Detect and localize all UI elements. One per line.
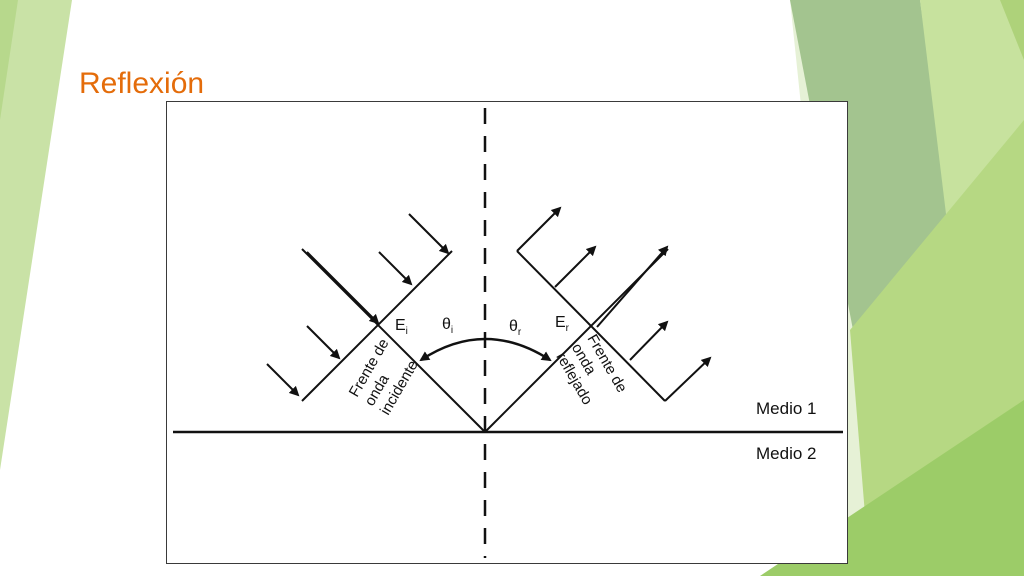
incident-arrow xyxy=(408,213,450,255)
incident-angle-label: θi xyxy=(442,316,453,336)
left-deco-shape xyxy=(0,0,72,470)
reflected-angle-label: θr xyxy=(509,318,522,338)
incident-arrow xyxy=(306,325,341,360)
medium-1-label: Medio 1 xyxy=(756,399,816,418)
left-deco-shape-inner xyxy=(0,0,18,120)
reflected-arrow xyxy=(554,245,597,288)
slide-title: Reflexión xyxy=(79,67,205,100)
reflected-arrow xyxy=(596,245,669,328)
reflected-arrow xyxy=(664,356,712,402)
reflection-diagram-svg: Ei Er θi θr Frente de onda incidente Fre… xyxy=(173,108,843,558)
incident-ray xyxy=(301,248,486,433)
medium-2-label: Medio 2 xyxy=(756,444,816,463)
reflection-diagram: Ei Er θi θr Frente de onda incidente Fre… xyxy=(166,101,848,564)
reflected-wavefront xyxy=(516,250,666,402)
incident-wavefront xyxy=(301,250,453,402)
angle-arc xyxy=(419,337,552,362)
reflected-arrow xyxy=(516,206,562,252)
incident-arrow xyxy=(378,251,413,286)
reflected-arrow xyxy=(629,320,669,361)
reflected-front-label: Frente de onda reflejado xyxy=(552,332,630,408)
incident-arrow xyxy=(266,363,300,397)
right-deco-corner xyxy=(1000,0,1024,60)
incident-arrow xyxy=(306,251,380,325)
reflected-field-label: Er xyxy=(555,314,570,334)
incident-front-label: Frente de onda incidente xyxy=(346,336,422,418)
incident-field-label: Ei xyxy=(395,317,408,337)
